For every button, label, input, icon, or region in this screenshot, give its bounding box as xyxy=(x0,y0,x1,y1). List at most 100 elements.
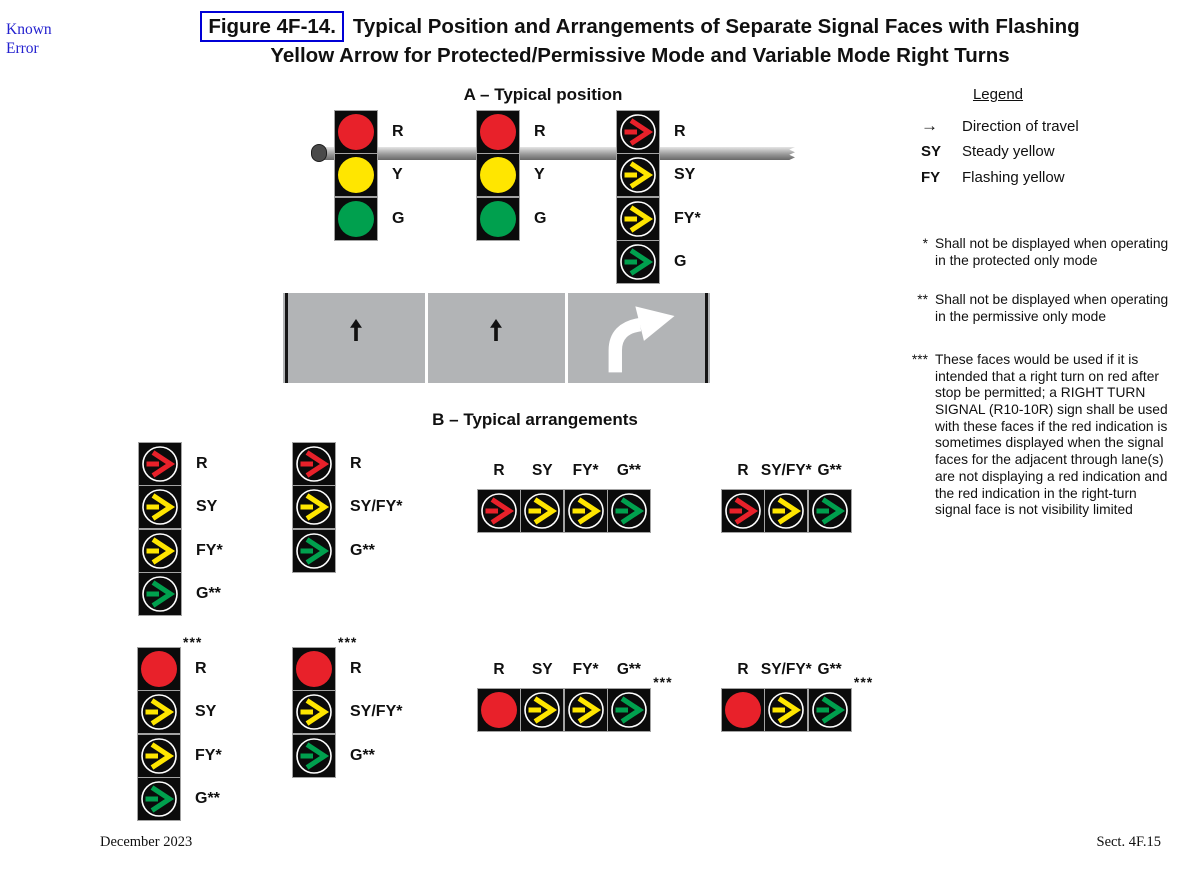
turn-arrow-lens-icon xyxy=(296,446,332,482)
turn-arrow-lens-icon xyxy=(296,489,332,525)
figure-title: Figure 4F-14. Typical Position and Arrang… xyxy=(110,11,1170,69)
signal-section-arrow-green xyxy=(608,490,650,532)
signal-section-ball-red xyxy=(722,689,764,731)
signal-section-arrow-yellow xyxy=(617,154,659,196)
turn-arrow-lens-icon xyxy=(568,692,604,728)
signal-section-ball-green xyxy=(335,198,377,240)
signal-label: R xyxy=(195,660,207,677)
signal-section-arrow-green xyxy=(809,490,851,532)
signal-head-b3 xyxy=(477,489,651,533)
red-ball-lens-icon xyxy=(481,692,517,728)
red-ball-lens-icon xyxy=(338,114,374,150)
signal-label: FY* xyxy=(674,209,701,227)
signal-label: G** xyxy=(196,584,221,602)
signal-section-arrow-green xyxy=(608,689,650,731)
road-edge-line xyxy=(705,293,708,383)
signal-label: G xyxy=(392,209,405,227)
signal-label: R xyxy=(493,661,505,678)
turn-arrow-lens-icon xyxy=(620,157,656,193)
signal-label: R xyxy=(392,123,404,140)
signal-label: FY* xyxy=(572,462,599,479)
turn-arrow-lens-icon xyxy=(568,493,604,529)
legend-item-direction: →Direction of travel xyxy=(921,116,1181,136)
signal-section-ball-red xyxy=(477,111,519,153)
legend-text: Direction of travel xyxy=(962,118,1079,135)
signal-label: SY/FY* xyxy=(760,661,812,678)
signal-section-arrow-yellow xyxy=(139,486,181,528)
signal-label: FY* xyxy=(196,541,223,559)
signal-head-b7 xyxy=(477,688,651,732)
signal-head-a3 xyxy=(616,110,660,284)
signal-label: R xyxy=(737,462,749,479)
legend-title: Legend xyxy=(972,86,1024,103)
turn-arrow-lens-icon xyxy=(142,533,178,569)
signal-section-arrow-yellow xyxy=(521,490,563,532)
signal-label: G xyxy=(534,209,547,227)
yellow-ball-lens-icon xyxy=(338,157,374,193)
signal-section-arrow-yellow xyxy=(565,490,607,532)
footnote-single-star: * Shall not be displayed when operating … xyxy=(905,236,1173,269)
footnote-symbol: *** xyxy=(911,352,928,367)
signal-label: Y xyxy=(392,166,403,184)
signal-section-arrow-yellow xyxy=(765,689,807,731)
signal-section-ball-yellow xyxy=(335,154,377,196)
signal-label: R xyxy=(493,462,505,479)
turn-arrow-lens-icon xyxy=(812,692,848,728)
turn-arrow-lens-icon xyxy=(768,692,804,728)
signal-section-arrow-green xyxy=(139,573,181,615)
signal-label: R xyxy=(196,455,208,472)
turn-arrow-lens-icon xyxy=(524,692,560,728)
signal-head-b6 xyxy=(292,647,336,778)
footnote-marker: *** xyxy=(853,674,874,690)
signal-section-ball-red xyxy=(335,111,377,153)
figure-title-text2: Yellow Arrow for Protected/Permissive Mo… xyxy=(270,44,1010,67)
signal-head-b1 xyxy=(138,442,182,616)
legend-text: Flashing yellow xyxy=(962,169,1065,186)
through-lane-arrow-icon xyxy=(490,319,502,341)
lane-divider-line xyxy=(565,293,568,383)
known-error-line2: Error xyxy=(6,40,39,57)
turn-arrow-lens-icon xyxy=(620,114,656,150)
signal-section-arrow-red xyxy=(478,490,520,532)
figure-title-text1: Typical Position and Arrangements of Sep… xyxy=(352,15,1080,38)
signal-section-arrow-green xyxy=(617,241,659,283)
signal-head-b2 xyxy=(292,442,336,573)
signal-section-arrow-yellow xyxy=(138,691,180,733)
red-ball-lens-icon xyxy=(725,692,761,728)
turn-arrow-lens-icon xyxy=(142,489,178,525)
signal-label: R xyxy=(350,660,362,677)
green-ball-lens-icon xyxy=(480,201,516,237)
footnote-text: Shall not be displayed when operating in… xyxy=(935,236,1169,268)
signal-label: SY xyxy=(531,661,553,678)
footnote-marker: *** xyxy=(338,634,358,650)
signal-label: Y xyxy=(534,166,545,184)
signal-section-arrow-red xyxy=(722,490,764,532)
signal-label: SY/FY* xyxy=(350,703,403,721)
signal-label: SY/FY* xyxy=(760,462,812,479)
turn-arrow-lens-icon xyxy=(296,738,332,774)
known-error-line1: Known xyxy=(6,21,52,38)
figure-number-box: Figure 4F-14. xyxy=(200,11,344,42)
turn-arrow-lens-icon xyxy=(725,493,761,529)
signal-label: G** xyxy=(195,789,220,807)
signal-head-b4 xyxy=(721,489,852,533)
yellow-ball-lens-icon xyxy=(480,157,516,193)
road-edge-line xyxy=(285,293,288,383)
signal-section-arrow-green xyxy=(293,530,335,572)
lane-divider-line xyxy=(425,293,428,383)
signal-section-arrow-red xyxy=(293,443,335,485)
section-a-title: A – Typical position xyxy=(463,85,623,104)
signal-label: G** xyxy=(616,462,641,479)
signal-head-a1 xyxy=(334,110,378,241)
signal-section-ball-yellow xyxy=(477,154,519,196)
footnote-marker: *** xyxy=(653,674,673,690)
signal-section-arrow-green xyxy=(138,778,180,820)
signal-section-arrow-yellow xyxy=(293,691,335,733)
roadway xyxy=(283,293,710,383)
red-ball-lens-icon xyxy=(141,651,177,687)
signal-head-b5 xyxy=(137,647,181,821)
signal-section-arrow-red xyxy=(617,111,659,153)
